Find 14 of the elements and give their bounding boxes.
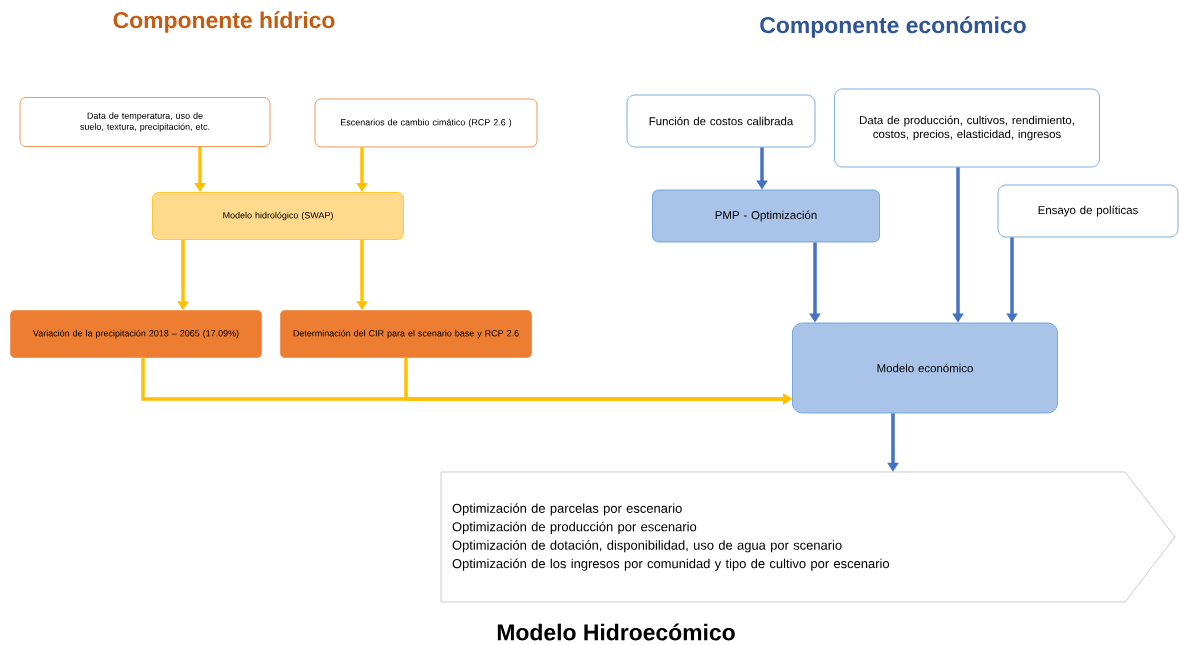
input-box: Data de producción, cultivos, rendimiento, costos, precios, elasticidad, ingresos xyxy=(834,88,1100,168)
result-box: Variación de la precipitación 2018 – 2065 (17.09%) xyxy=(10,310,262,358)
heading: Componente económico xyxy=(760,16,1026,38)
input-box: Ensayo de políticas xyxy=(997,184,1179,238)
result-box: Determinación del CIR para el scenario base y RCP 2.6 xyxy=(280,310,532,358)
box-input: Escenarios de cambio cimático (RCP 2.6 ) xyxy=(314,98,538,148)
box-input: Data de temperatura, uso de suelo, textura, precipitación, etc. xyxy=(19,97,271,147)
process-box: PMP - Optimización xyxy=(652,189,880,243)
model-box: Modelo económico xyxy=(792,322,1058,414)
output-arrow-box: Optimización de parcelas por escenario Optimización de producción por escenario Optimización de dotación, disponibilidad, uso de agua por scenario Optimización de los ingresos por comunidad y tipo de cultivo por escenario xyxy=(440,471,1176,603)
heading: Modelo Hidroecómico xyxy=(497,623,735,641)
process-box: Modelo hidrológico (SWAP) xyxy=(152,192,404,240)
input-box: Función de costos calibrada xyxy=(626,94,816,148)
heading: Componente hídrico xyxy=(113,11,335,33)
